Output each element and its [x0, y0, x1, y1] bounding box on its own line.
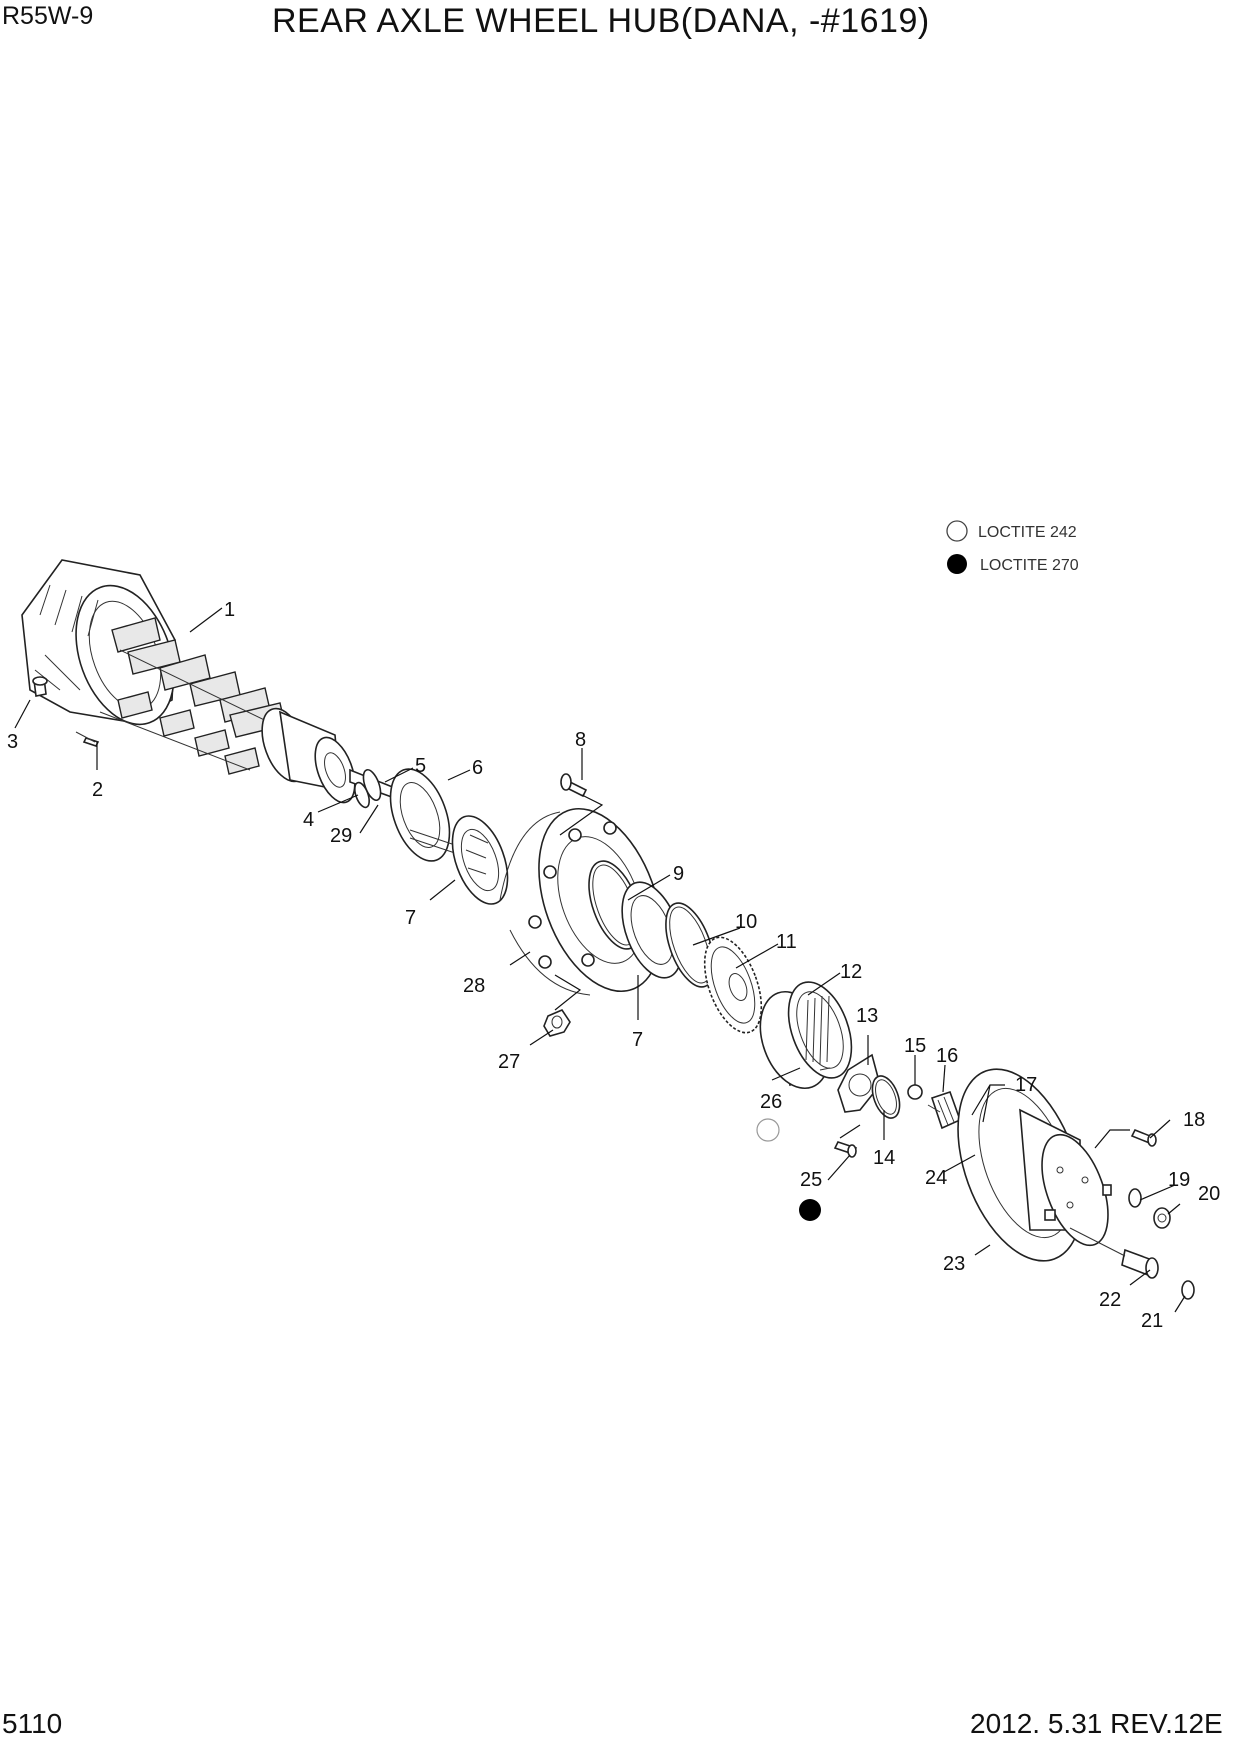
callout-4: 4 — [303, 809, 314, 831]
callout-12: 12 — [840, 961, 862, 983]
callout-16: 16 — [936, 1045, 958, 1067]
bolt-2 — [75, 731, 100, 747]
loctite-242-symbol — [946, 520, 968, 542]
bearing-cup — [389, 768, 451, 862]
loctite-270-marker — [799, 1199, 821, 1221]
callout-15: 15 — [904, 1035, 926, 1057]
callout-22: 22 — [1099, 1289, 1121, 1311]
callout-11: 11 — [776, 931, 797, 953]
thrust-washer — [837, 1053, 881, 1113]
callout-labels: 1 2 3 4 5 6 7 7 8 9 10 11 12 13 14 15 16… — [7, 599, 1220, 1332]
callout-26: 26 — [760, 1091, 782, 1113]
callout-7b: 7 — [632, 1029, 643, 1051]
loctite-270-symbol — [947, 554, 967, 574]
fill-plug — [1153, 1207, 1171, 1229]
callout-18: 18 — [1183, 1109, 1205, 1131]
screw-25 — [833, 1141, 858, 1158]
callout-25: 25 — [800, 1169, 822, 1191]
model-code: R55W-9 — [2, 2, 94, 30]
callout-9: 9 — [673, 863, 684, 885]
sealing-washer — [1128, 1188, 1142, 1208]
page-number: 5110 — [2, 1708, 63, 1739]
callout-8: 8 — [575, 729, 586, 751]
callout-23: 23 — [943, 1253, 965, 1275]
wheel-nut — [543, 1009, 571, 1037]
callout-13: 13 — [856, 1005, 878, 1027]
callout-27: 27 — [498, 1051, 520, 1073]
callout-28: 28 — [463, 975, 485, 997]
revision-date: 2012. 5.31 REV.12E — [970, 1708, 1223, 1739]
loctite-legend: LOCTITE 242 LOCTITE 270 — [946, 520, 1079, 574]
callout-7a: 7 — [405, 907, 416, 929]
callout-14: 14 — [873, 1147, 895, 1169]
callout-29: 29 — [330, 825, 352, 847]
callout-21: 21 — [1141, 1310, 1163, 1332]
leader-lines — [14, 607, 1186, 1313]
o-ring — [665, 902, 715, 988]
level-plug — [1069, 1227, 1159, 1279]
axle-housing — [21, 559, 401, 804]
retaining-ring — [871, 1075, 901, 1119]
page-title: REAR AXLE WHEEL HUB(DANA, -#1619) — [272, 2, 930, 40]
sun-gear — [927, 1090, 962, 1130]
bearing-cone-a — [451, 815, 509, 905]
callout-10: 10 — [735, 911, 757, 933]
end-cover — [957, 1068, 1112, 1262]
loctite-242-marker — [756, 1118, 780, 1142]
callout-17: 17 — [1015, 1074, 1037, 1096]
callout-6: 6 — [472, 757, 483, 779]
callout-5: 5 — [415, 755, 426, 777]
planet-carrier-drum — [759, 981, 853, 1090]
plug — [32, 676, 48, 697]
legend-label-270: LOCTITE 270 — [980, 557, 1079, 574]
legend-label-242: LOCTITE 242 — [978, 524, 1077, 541]
callout-3: 3 — [7, 731, 18, 753]
callout-2: 2 — [92, 779, 103, 801]
callout-20: 20 — [1198, 1183, 1220, 1205]
callout-1: 1 — [224, 599, 235, 621]
bolt-18 — [1130, 1128, 1157, 1147]
callout-24: 24 — [925, 1167, 947, 1189]
callout-19: 19 — [1168, 1169, 1190, 1191]
seal-rings — [354, 768, 382, 809]
o-ring-21 — [1181, 1280, 1195, 1300]
spacer — [907, 1084, 923, 1100]
